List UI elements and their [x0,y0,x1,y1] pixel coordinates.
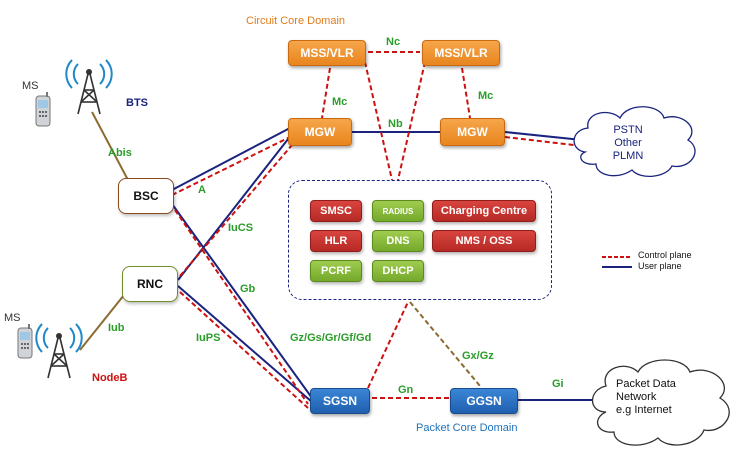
iucs-interface-label: IuCS [228,222,254,234]
bts-tower-icon [65,59,113,115]
mss-to-box-control-link-a [364,61,393,181]
mc-left-interface-label: Mc [332,96,348,108]
bsc-mgw-user-link [171,127,291,191]
mgw-right-node: MGW [440,118,505,146]
mss-mgw-control-link-left [321,67,331,119]
bts-bsc-abis-link [91,111,129,181]
ms-bottom-label: MS [4,312,21,324]
dhcp-node: DHCP [372,260,424,282]
internet-cloud-text: Packet Data Network e.g Internet [616,378,676,417]
internet-line-2: Network [616,391,657,403]
nodeb-label: NodeB [92,372,128,384]
mss-vlr-left-node: MSS/VLR [288,40,366,66]
gb-interface-label: Gb [240,283,256,295]
pstn-line-3: PLMN [612,150,644,162]
rnc-sgsn-control-link [179,291,309,409]
bsc-mgw-control-link [171,135,293,196]
nb-interface-label: Nb [388,118,403,130]
iub-interface-label: Iub [108,322,125,334]
bsc-node: BSC [118,178,174,214]
ggsn-node: GGSN [450,388,518,414]
abis-interface-label: Abis [108,147,132,159]
bsc-sgsn-user-link [171,203,313,399]
bts-label: BTS [126,97,148,109]
legend-lines [602,256,632,268]
pstn-cloud-text: PSTN Other PLMN [610,124,646,163]
mc-right-interface-label: Mc [478,90,494,102]
hlr-node: HLR [310,230,362,252]
mgw-pstn-control-link [504,136,583,147]
common-services-box [288,180,552,300]
mobile-phone-bottom-icon [17,324,33,359]
nodeb-rnc-iub-link [79,289,129,351]
dns-node: DNS [372,230,424,252]
mss-mgw-control-link-right [461,67,471,119]
gz-gs-gr-gf-gd-interface-label: Gz/Gs/Gr/Gf/Gd [290,332,372,344]
rnc-node: RNC [122,266,178,302]
iups-interface-label: IuPS [196,332,221,344]
gx-gz-interface-label: Gx/Gz [462,350,494,362]
legend-control-label: Control plane [638,250,692,260]
charging-centre-node: Charging Centre [432,200,536,222]
box-ggsn-gx-link [409,301,481,387]
mobile-phone-top-icon [35,92,51,127]
circuit-core-domain-label: Circuit Core Domain [246,15,346,27]
gi-interface-label: Gi [552,378,564,390]
legend-user-label: User plane [638,261,682,271]
mgw-left-node: MGW [288,118,352,146]
mss-to-box-control-link-b [397,61,426,181]
pcrf-node: PCRF [310,260,362,282]
internet-line-3: e.g Internet [616,404,672,416]
smsc-node: SMSC [310,200,362,222]
internet-cloud [591,359,730,446]
pstn-line-1: PSTN [613,124,643,136]
sgsn-node: SGSN [310,388,370,414]
gn-interface-label: Gn [398,384,414,396]
nms-oss-node: NMS / OSS [432,230,536,252]
pstn-line-2: Other [614,137,642,149]
nc-interface-label: Nc [386,36,401,48]
packet-core-domain-label: Packet Core Domain [416,422,518,434]
rnc-mgw-control-link [179,137,299,277]
pstn-cloud [573,106,696,177]
sgsn-box-control-link [367,301,409,389]
bsc-sgsn-control-link [174,209,309,405]
internet-line-1: Packet Data [616,378,676,390]
mss-vlr-right-node: MSS/VLR [422,40,500,66]
rnc-sgsn-user-link [177,285,313,403]
nodeb-tower-icon [35,323,83,379]
a-interface-label: A [198,184,206,196]
ms-top-label: MS [22,80,39,92]
mgw-pstn-user-link [504,131,583,141]
radius-node: RADIUS [372,200,424,222]
